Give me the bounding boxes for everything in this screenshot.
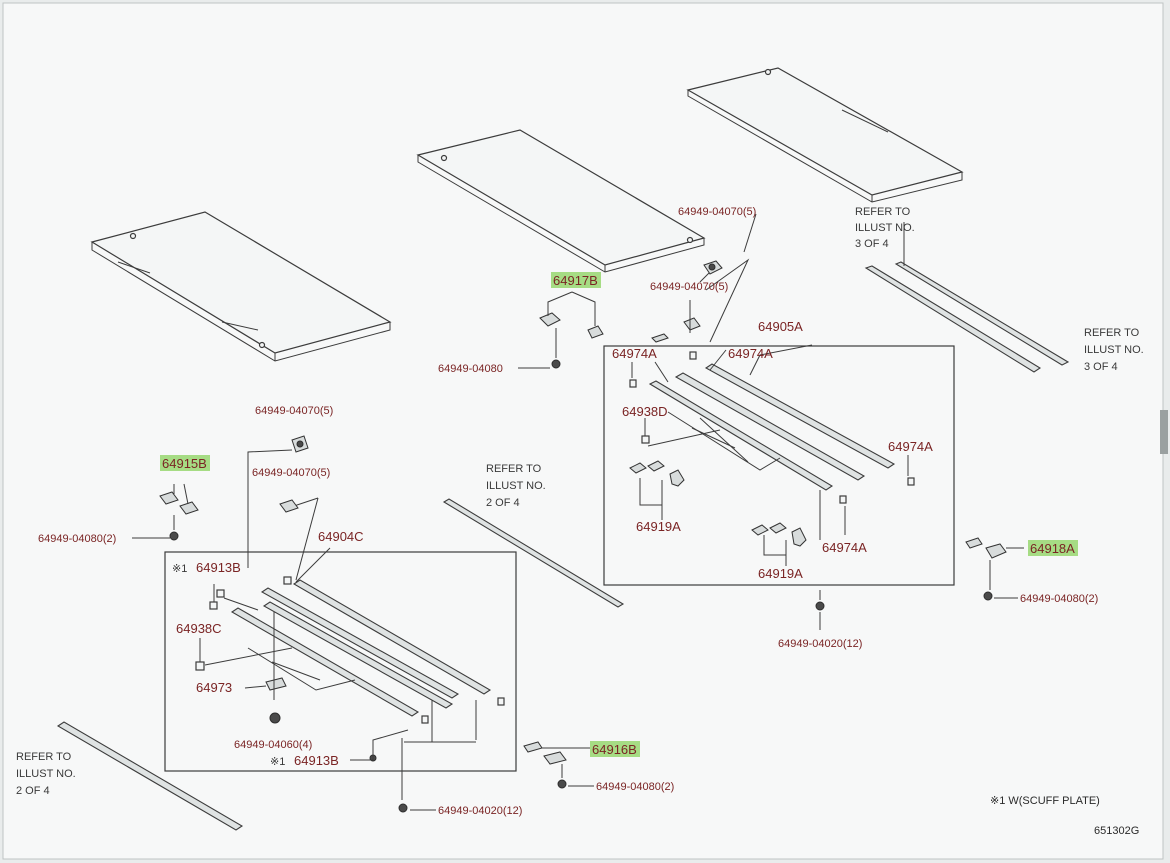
label-64913B-1: 64913B	[196, 560, 241, 575]
label-64973: 64973	[196, 680, 232, 695]
label-bolt-top-right: 64949-04070(5)	[678, 206, 756, 218]
label-screw-bottom-mid: 64949-04080(2)	[596, 781, 674, 793]
label-asm-64904C: 64904C	[318, 529, 364, 544]
svg-text:3 OF 4: 3 OF 4	[855, 238, 889, 250]
leader-lines-right	[631, 258, 909, 600]
figure-code: 651302G	[1094, 825, 1139, 837]
reference-top-right: REFER TO ILLUST NO. 3 OF 4	[855, 206, 915, 250]
highlight-64918A	[1028, 540, 1078, 556]
clip-icon-64915B	[132, 483, 199, 541]
svg-text:ILLUST NO.: ILLUST NO.	[1084, 344, 1144, 356]
label-bolt-left-bottom: 64949-04020(12)	[438, 805, 522, 817]
svg-text:ILLUST NO.: ILLUST NO.	[486, 480, 546, 492]
svg-text:2 OF 4: 2 OF 4	[486, 497, 520, 509]
bolt-icon-right-bottom	[815, 601, 825, 630]
side-rail-middle	[442, 498, 625, 608]
bolt-icon-64060	[269, 712, 281, 724]
reference-middle: REFER TO ILLUST NO. 2 OF 4	[486, 463, 546, 509]
bolt-icon-bottom-left	[398, 803, 436, 813]
svg-text:3 OF 4: 3 OF 4	[1084, 361, 1118, 373]
rails-64905A	[648, 363, 896, 491]
label-screw-left: 64949-04080(2)	[38, 533, 116, 545]
label-bolt-left-top: 64949-04070(5)	[255, 405, 333, 417]
svg-text:REFER TO: REFER TO	[16, 751, 72, 763]
label-64919A-2: 64919A	[758, 566, 803, 581]
small-parts-64905A	[629, 317, 915, 547]
label-asm-64905A: 64905A	[758, 319, 803, 334]
label-64974A-3: 64974A	[888, 439, 933, 454]
clip-icon-64916B	[523, 741, 594, 789]
label-64974A-4: 64974A	[822, 540, 867, 555]
label-64913B-2: 64913B	[294, 753, 339, 768]
svg-text:REFER TO: REFER TO	[486, 463, 542, 475]
side-rail-bottom-left	[56, 721, 244, 831]
label-note-mark-2: ※1	[270, 756, 285, 768]
floor-panel-right	[686, 67, 964, 203]
label-64919A-1: 64919A	[636, 519, 681, 534]
label-64938D: 64938D	[622, 404, 668, 419]
svg-text:REFER TO: REFER TO	[855, 206, 911, 218]
floor-panel-center	[416, 129, 706, 273]
label-screw-top-mid: 64949-04080	[438, 363, 503, 375]
assembly-box-64905A	[603, 345, 955, 586]
reference-right: REFER TO ILLUST NO. 3 OF 4	[1084, 327, 1144, 373]
reference-bottom-left: REFER TO ILLUST NO. 2 OF 4	[16, 751, 76, 797]
label-note-mark-1: ※1	[172, 563, 187, 575]
highlight-64916B	[590, 741, 640, 757]
rails-64904C	[230, 579, 492, 717]
side-rail-right	[864, 261, 1070, 373]
label-clip-64917B: 64917B	[553, 273, 598, 288]
label-64938C: 64938C	[176, 621, 222, 636]
bolt-icon-top-right	[703, 260, 723, 275]
highlight-64915B	[160, 455, 210, 471]
bolt-icon-left-top	[291, 435, 309, 453]
label-screw-right: 64949-04080(2)	[1020, 593, 1098, 605]
footnote: ※1 W(SCUFF PLATE)	[990, 795, 1100, 807]
label-clip-64916B: 64916B	[592, 742, 637, 757]
svg-text:ILLUST NO.: ILLUST NO.	[855, 222, 915, 234]
label-bolt-64060: 64949-04060(4)	[234, 739, 312, 751]
assembly-box-64904C	[164, 551, 517, 772]
label-bolt-top-right-2: 64949-04070(5)	[650, 281, 728, 293]
label-bolt-right-bottom: 64949-04020(12)	[778, 638, 862, 650]
label-clip-64915B: 64915B	[162, 456, 207, 471]
floor-panel-left	[90, 211, 392, 362]
label-bolt-left-top-2: 64949-04070(5)	[252, 467, 330, 479]
label-64974A-2: 64974A	[728, 346, 773, 361]
highlight-64917B	[551, 272, 601, 288]
leader-top-bolt	[743, 213, 757, 253]
label-64974A-1: 64974A	[612, 346, 657, 361]
svg-text:ILLUST NO.: ILLUST NO.	[16, 768, 76, 780]
bolt-icon-left-second	[279, 499, 299, 513]
clip-icon-64917B	[518, 291, 604, 369]
svg-text:2 OF 4: 2 OF 4	[16, 785, 50, 797]
label-clip-64918A: 64918A	[1030, 541, 1075, 556]
scrollbar-thumb[interactable]	[1160, 410, 1168, 454]
clip-icon-64918A	[965, 537, 1024, 601]
svg-text:REFER TO: REFER TO	[1084, 327, 1140, 339]
